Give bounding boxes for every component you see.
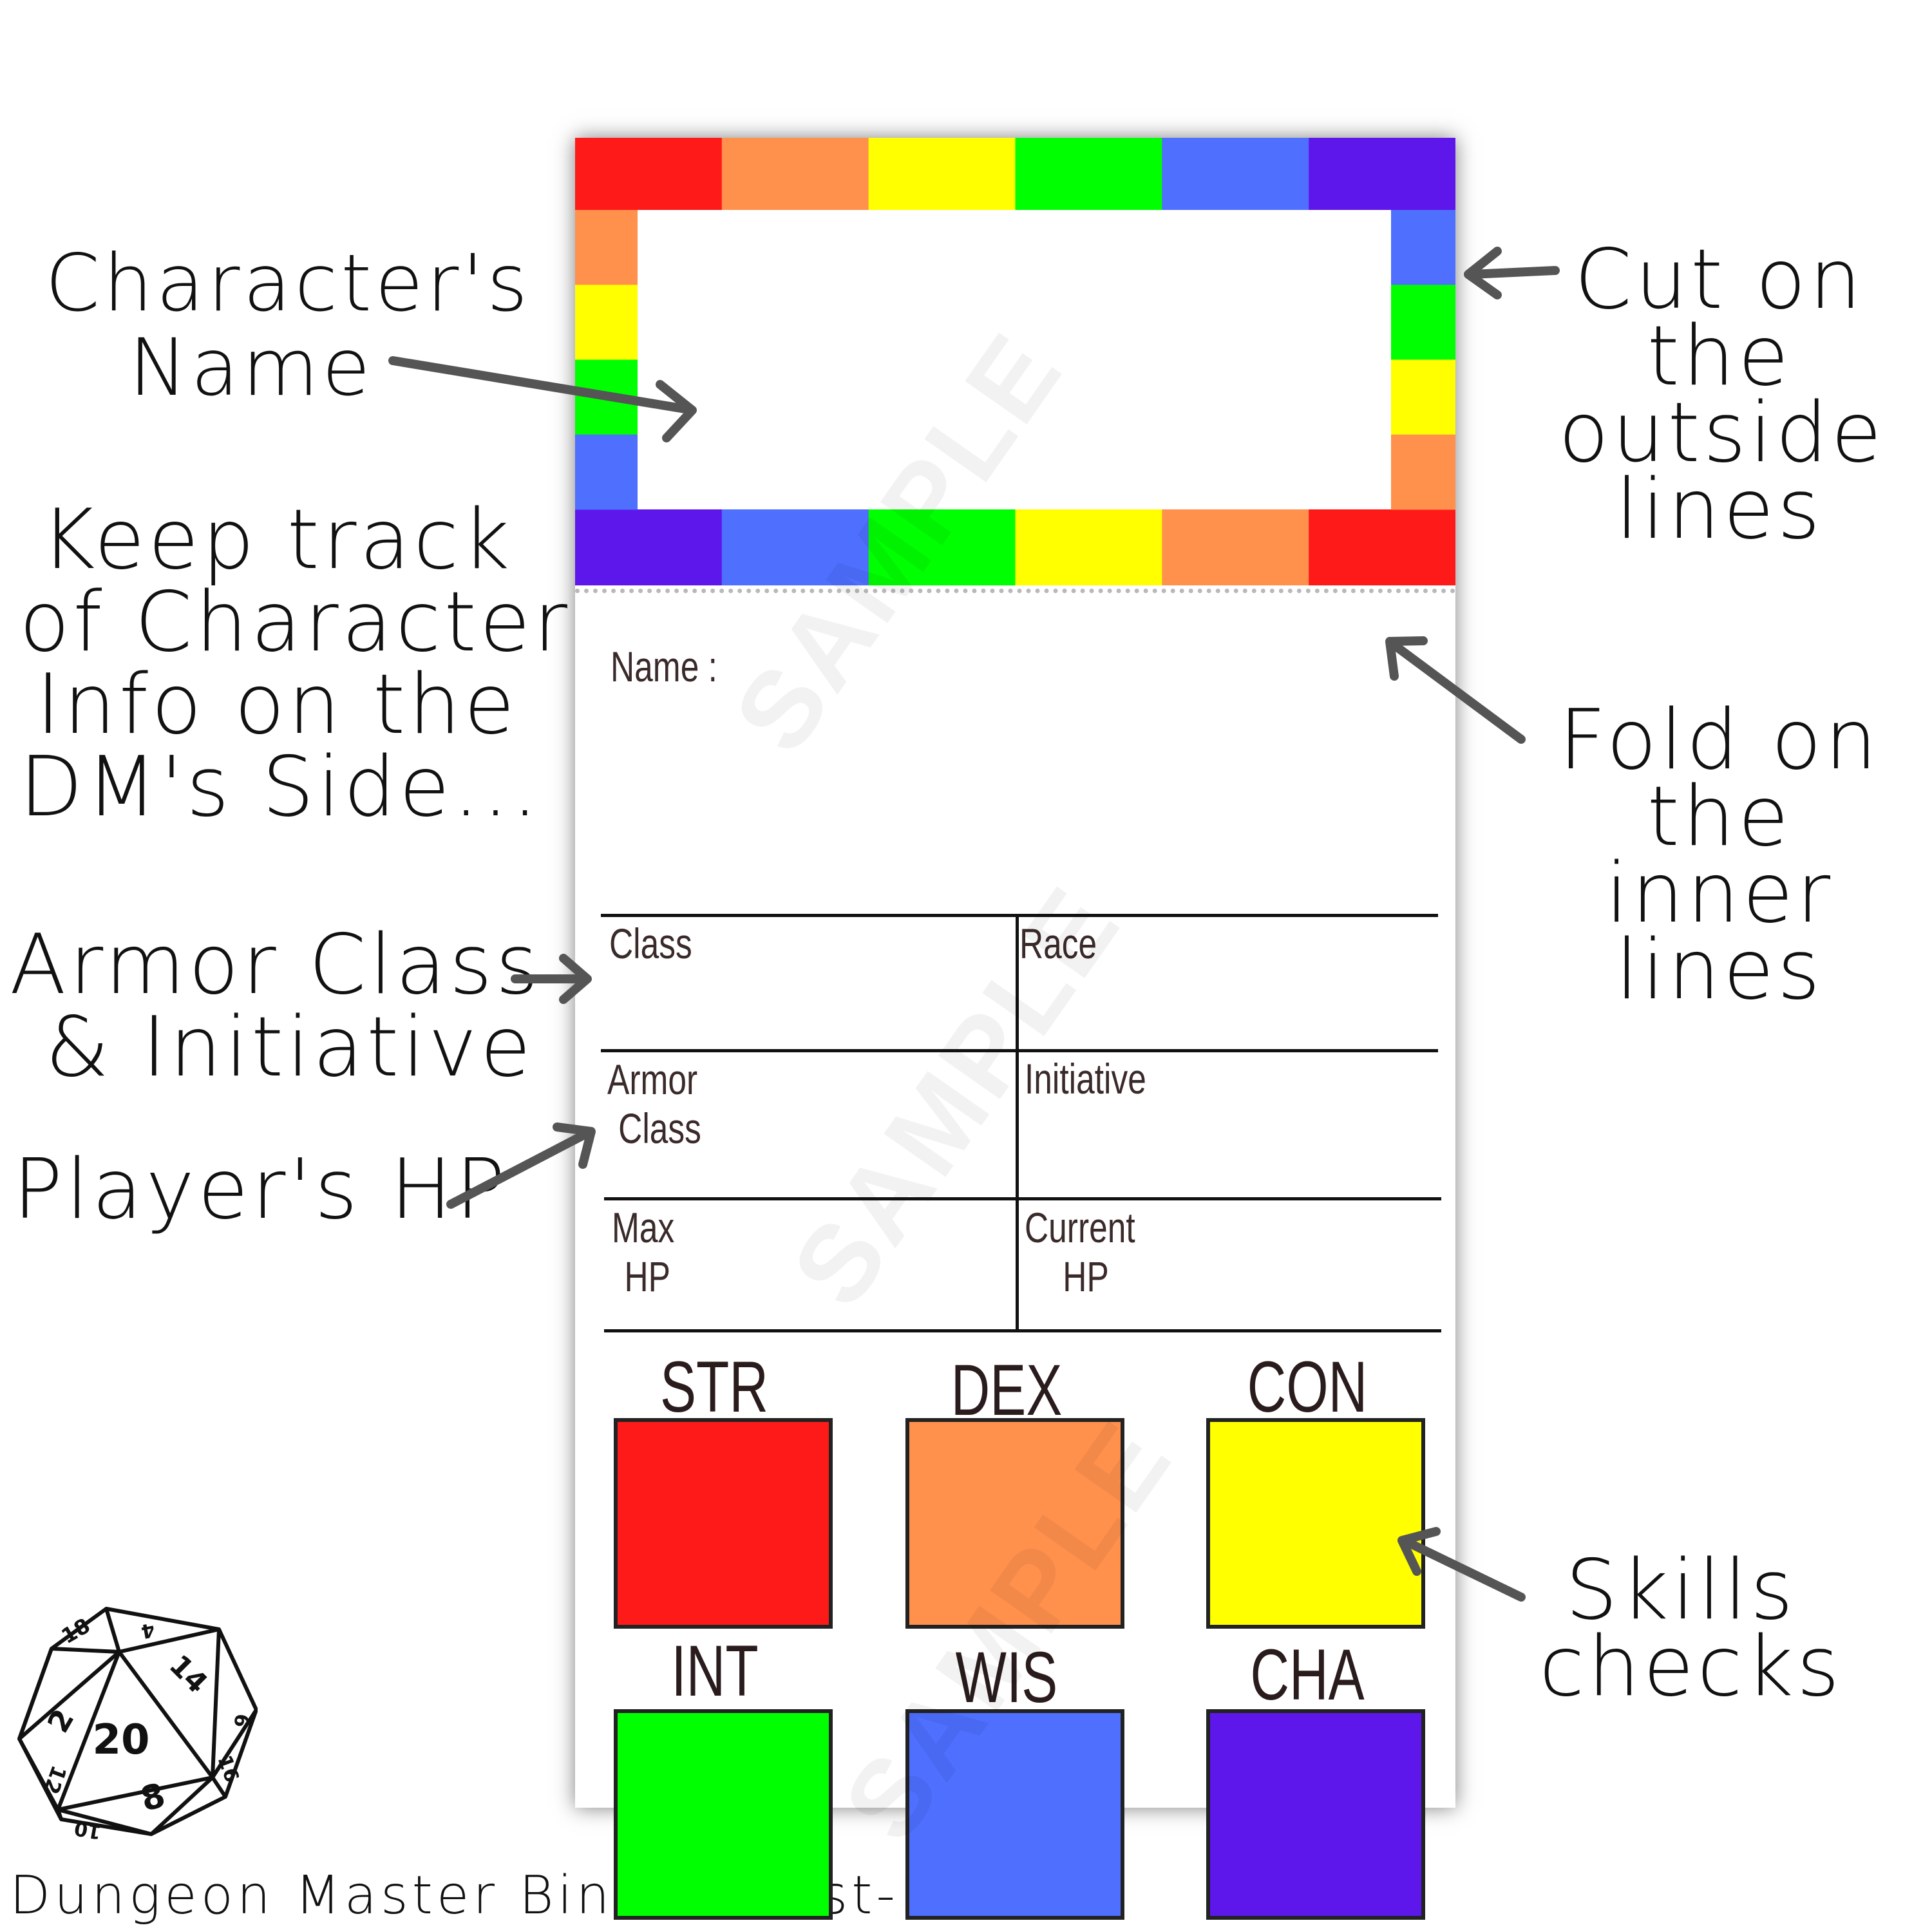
rainbow-left-segment: [575, 434, 638, 510]
rainbow-bottom-segment: [721, 509, 869, 585]
annotation-cut: Cut on the outside lines: [1558, 232, 1885, 558]
stat-box-int: [614, 1709, 833, 1920]
rainbow-left-segment: [575, 359, 638, 435]
stat-label-int: INT: [671, 1631, 759, 1711]
rainbow-bottom-segment: [575, 509, 723, 585]
stat-box-cha: [1206, 1709, 1425, 1920]
rainbow-bottom-segment: [1015, 509, 1162, 585]
d20-face-label: 4: [139, 1618, 156, 1642]
field-label-armor-class: Armor Class: [607, 1056, 701, 1153]
rainbow-left-segment: [575, 285, 638, 360]
d20-face-label: 2: [41, 1703, 81, 1739]
footer-title: Dungeon Master Binder Must-Have: [10, 1868, 1050, 1924]
d20-face-label: 14: [163, 1649, 214, 1700]
divider-line: [601, 1049, 1438, 1052]
rainbow-top-segment: [868, 138, 1016, 211]
fold-line: [575, 589, 1455, 593]
footer-text: Dungeon Master Binder Must-Have: [10, 1865, 1050, 1926]
rainbow-bottom-segment: [1162, 509, 1309, 585]
field-label-name: Name :: [611, 643, 717, 690]
field-label-line: Max: [612, 1204, 675, 1251]
annotation-line: Character's: [45, 238, 531, 329]
annotation-line: Cut on: [1574, 232, 1865, 328]
d20-face-label: 18: [57, 1613, 95, 1649]
rainbow-bottom-segment: [868, 509, 1016, 585]
annotation-armor-initiative: Armor Class & Initiative: [10, 917, 542, 1095]
annotation-line: & Initiative: [45, 999, 535, 1095]
d20-face-label: 20: [92, 1716, 149, 1764]
field-label-line: HP: [624, 1252, 671, 1300]
stat-box-con: [1206, 1418, 1425, 1629]
divider-line: [604, 1329, 1441, 1332]
annotation-line: inner: [1605, 846, 1834, 942]
field-label-race: Race: [1019, 920, 1097, 967]
annotation-line: Name: [129, 321, 374, 413]
arrow-icon: [1464, 247, 1560, 299]
d20-face-label: 6: [229, 1712, 253, 1729]
annotation-line: Keep track: [41, 492, 513, 588]
rainbow-top-segment: [1015, 138, 1162, 211]
stat-label-dex: DEX: [951, 1350, 1063, 1430]
annotation-line: Armor Class: [10, 917, 542, 1013]
field-label-line: Current: [1025, 1204, 1135, 1251]
rainbow-bottom-segment: [1309, 509, 1455, 585]
field-label-class: Class: [609, 920, 692, 967]
d20-face-label: 8: [137, 1776, 169, 1819]
stat-label-wis: WIS: [955, 1637, 1058, 1718]
divider-line: [604, 1197, 1441, 1200]
character-card: Name : Class Race Armor Class Initiative…: [575, 138, 1455, 1920]
annotation-character-name: Character's Name: [45, 238, 531, 413]
d20-face-label: 10: [73, 1816, 103, 1842]
rainbow-top-segment: [721, 138, 869, 211]
stat-label-cha: CHA: [1250, 1634, 1365, 1715]
annotation-fold: Fold on the inner lines: [1558, 692, 1880, 1019]
annotation-line: of Character: [19, 574, 571, 670]
rainbow-top-segment: [575, 138, 723, 211]
annotation-skills: Skills checks: [1539, 1542, 1843, 1716]
field-label-initiative: Initiative: [1025, 1055, 1146, 1103]
stat-box-wis: [905, 1709, 1124, 1920]
field-label-line: Class: [618, 1104, 701, 1152]
field-label-line: Armor: [607, 1056, 698, 1103]
stat-label-con: CON: [1247, 1347, 1368, 1427]
annotation-line: checks: [1539, 1619, 1843, 1716]
stat-label-str: STR: [660, 1347, 768, 1427]
character-name-box: [638, 210, 1391, 509]
rainbow-right-segment: [1391, 285, 1455, 360]
d20-die-icon: 20 2 14 8 18 4 12 10 16 6: [17, 1607, 258, 1842]
divider-line: [601, 914, 1438, 917]
annotation-line: Player's HP: [13, 1142, 509, 1238]
rainbow-left-segment: [575, 210, 638, 285]
annotation-keep-track: Keep track of Character Info on the DM's…: [19, 492, 571, 835]
annotation-line: lines: [1615, 922, 1824, 1019]
annotation-line: Fold on: [1558, 692, 1880, 788]
stat-box-str: [614, 1418, 833, 1629]
field-label-max-hp: Max HP: [612, 1204, 674, 1302]
annotation-line: lines: [1615, 462, 1824, 558]
annotation-players-hp: Player's HP: [13, 1146, 508, 1235]
stat-box-dex: [905, 1418, 1124, 1629]
annotation-line: outside: [1558, 385, 1885, 482]
annotation-line: DM's Side...: [19, 739, 542, 835]
rainbow-top-segment: [1162, 138, 1309, 211]
rainbow-right-segment: [1391, 210, 1455, 285]
rainbow-top-segment: [1309, 138, 1455, 211]
rainbow-right-segment: [1391, 434, 1455, 510]
annotation-line: the: [1647, 769, 1792, 866]
rainbow-right-segment: [1391, 359, 1455, 435]
annotation-line: the: [1647, 308, 1792, 405]
rainbow-border: [575, 138, 1455, 585]
column-divider: [1016, 914, 1019, 1332]
annotation-line: Info on the: [35, 657, 518, 753]
annotation-line: Skills: [1565, 1542, 1797, 1638]
field-label-line: HP: [1063, 1252, 1109, 1300]
field-label-current-hp: Current HP: [1025, 1204, 1135, 1302]
